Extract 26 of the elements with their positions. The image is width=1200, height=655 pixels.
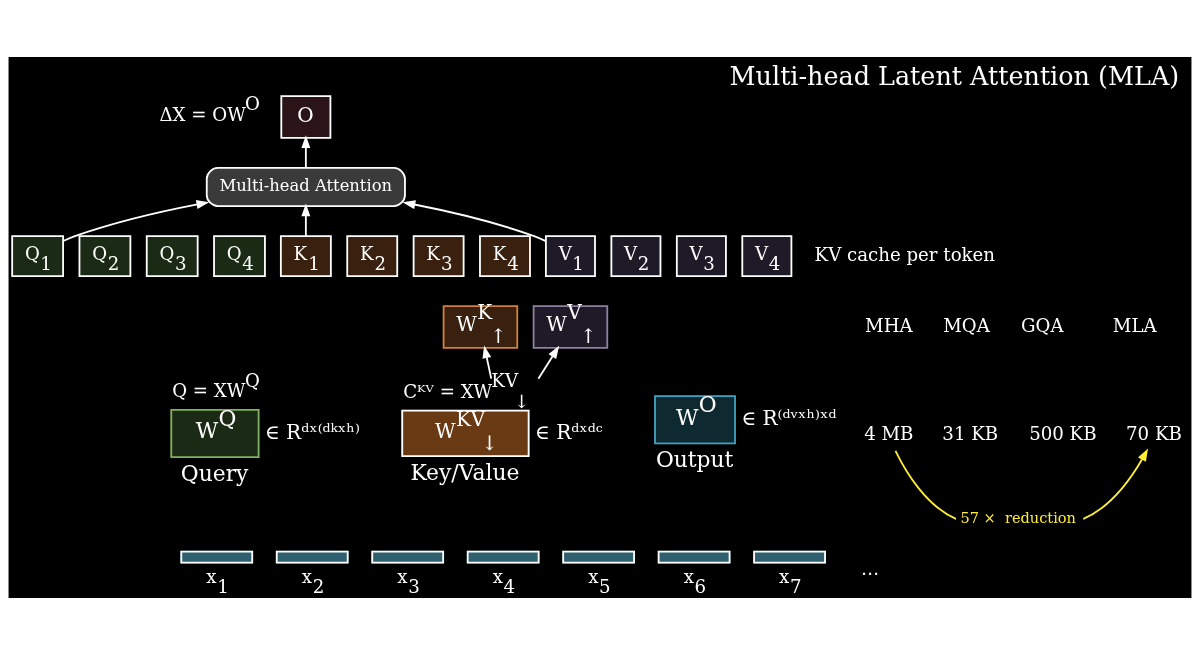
label: 31 KB bbox=[942, 422, 999, 444]
node-text: 70 KB bbox=[1126, 422, 1182, 444]
arrow bbox=[62, 200, 210, 242]
arrow bbox=[301, 203, 311, 237]
label: MHA bbox=[865, 314, 913, 336]
node-label: ∈ R⁽ᵈᵛˣʰ⁾ˣᵈ bbox=[741, 405, 837, 430]
node-label: Key/Value bbox=[410, 459, 520, 485]
node-label: ∈ Rᵈˣᵈᶜ bbox=[534, 419, 603, 444]
label: MLA bbox=[1112, 314, 1157, 336]
arrow bbox=[301, 135, 311, 169]
node-box: O bbox=[280, 95, 332, 139]
arrow bbox=[537, 345, 560, 380]
label: MQA bbox=[943, 314, 990, 336]
node-text: 4 MB bbox=[864, 422, 914, 444]
node-label: Output bbox=[655, 447, 734, 473]
node-box: Multi-head Attention bbox=[205, 167, 406, 208]
label: KV cache per token bbox=[814, 243, 996, 265]
node-label: Query bbox=[180, 460, 249, 486]
arrow bbox=[402, 200, 547, 243]
edge-label: 57 × reduction bbox=[960, 510, 1076, 527]
diagram-title: Multi-head Latent Attention (MLA) bbox=[729, 60, 1180, 91]
arrow bbox=[482, 345, 493, 380]
label: 500 KB bbox=[1029, 422, 1097, 444]
node-label: ∈ Rᵈˣ⁽ᵈᵏˣʰ⁾ bbox=[264, 419, 360, 444]
label: … bbox=[860, 558, 880, 580]
label: GQA bbox=[1020, 314, 1064, 336]
